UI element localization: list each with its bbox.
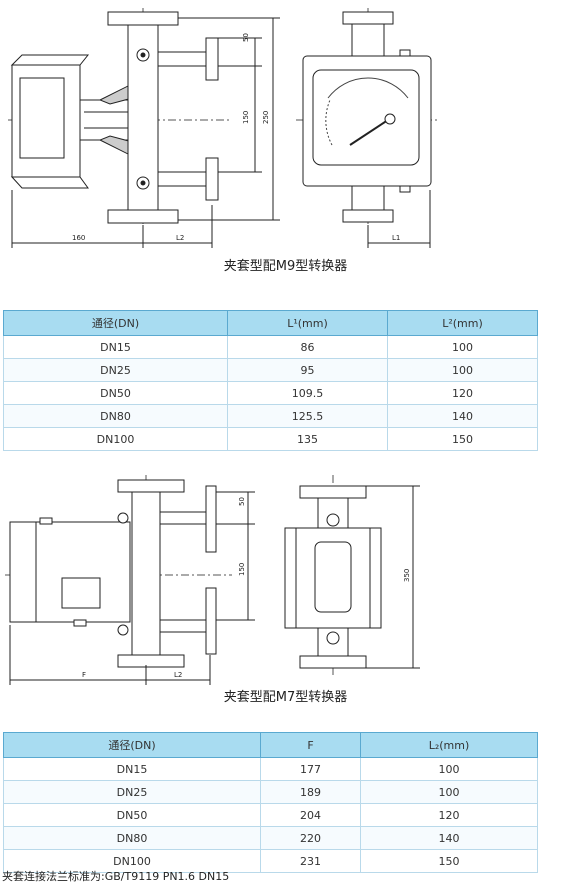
table-cell: 204	[260, 803, 361, 827]
table-cell: DN15	[3, 757, 261, 781]
col-header-l2: L₂(mm)	[360, 732, 538, 758]
table-cell: 189	[260, 780, 361, 804]
table-cell: 120	[360, 803, 538, 827]
table-cell: 95	[227, 358, 388, 382]
table-row: DN15 86 100	[3, 335, 538, 359]
table-cell: 135	[227, 427, 388, 451]
table-cell: 125.5	[227, 404, 388, 428]
table-cell: 100	[387, 358, 538, 382]
table-cell: DN25	[3, 358, 228, 382]
table-cell: DN80	[3, 404, 228, 428]
dim-f: F	[82, 671, 86, 679]
m7-assembly-drawing: 50 150 350 F L2	[5, 475, 420, 685]
m9-assembly-drawing: 50 150 250 160 L2 L1	[8, 8, 440, 248]
dim-350: 350	[403, 569, 411, 582]
dim-l2: L2	[174, 671, 182, 679]
table-cell: 231	[260, 849, 361, 873]
table-cell: 86	[227, 335, 388, 359]
col-header-dn: 通径(DN)	[3, 310, 228, 336]
table-row: DN100 231 150	[3, 849, 538, 873]
dim-50: 50	[242, 33, 250, 42]
table-cell: DN50	[3, 381, 228, 405]
table-cell: 109.5	[227, 381, 388, 405]
table-cell: 100	[360, 757, 538, 781]
table-row: DN80 125.5 140	[3, 404, 538, 428]
table-row: DN50 109.5 120	[3, 381, 538, 405]
table-header-row: 通径(DN) L¹(mm) L²(mm)	[3, 310, 538, 336]
table-cell: 100	[360, 780, 538, 804]
dim-l2: L2	[176, 234, 184, 242]
caption-m7: 夹套型配M7型转换器	[223, 690, 348, 705]
table-cell: DN50	[3, 803, 261, 827]
table-row: DN25 95 100	[3, 358, 538, 382]
table-cell: 150	[387, 427, 538, 451]
table-row: DN15 177 100	[3, 757, 538, 781]
table-row: DN50 204 120	[3, 803, 538, 827]
table-cell: 150	[360, 849, 538, 873]
dim-150: 150	[242, 111, 250, 124]
col-header-l2: L²(mm)	[387, 310, 538, 336]
dim-l1: L1	[392, 234, 400, 242]
table-cell: DN25	[3, 780, 261, 804]
col-header-f: F	[260, 732, 361, 758]
table-cell: 177	[260, 757, 361, 781]
table-row: DN80 220 140	[3, 826, 538, 850]
table-cell: DN100	[3, 849, 261, 873]
table-m7: 通径(DN) F L₂(mm) DN15 177 100 DN25 189 10…	[3, 732, 538, 873]
table-cell: DN15	[3, 335, 228, 359]
table-cell: 100	[387, 335, 538, 359]
table-cell: DN80	[3, 826, 261, 850]
table-header-row: 通径(DN) F L₂(mm)	[3, 732, 538, 758]
table-row: DN100 135 150	[3, 427, 538, 451]
flange-standard-note: 夹套连接法兰标准为:GB/T9119 PN1.6 DN15	[2, 870, 230, 883]
table-cell: DN100	[3, 427, 228, 451]
dim-50: 50	[238, 497, 246, 506]
table-cell: 140	[387, 404, 538, 428]
col-header-l1: L¹(mm)	[227, 310, 388, 336]
caption-m9: 夹套型配M9型转换器	[223, 259, 348, 274]
dim-250: 250	[262, 111, 270, 124]
table-row: DN25 189 100	[3, 780, 538, 804]
dim-150: 150	[238, 563, 246, 576]
table-cell: 140	[360, 826, 538, 850]
dim-160: 160	[72, 234, 85, 242]
table-cell: 120	[387, 381, 538, 405]
table-m9: 通径(DN) L¹(mm) L²(mm) DN15 86 100 DN25 95…	[3, 310, 538, 451]
col-header-dn: 通径(DN)	[3, 732, 261, 758]
table-cell: 220	[260, 826, 361, 850]
